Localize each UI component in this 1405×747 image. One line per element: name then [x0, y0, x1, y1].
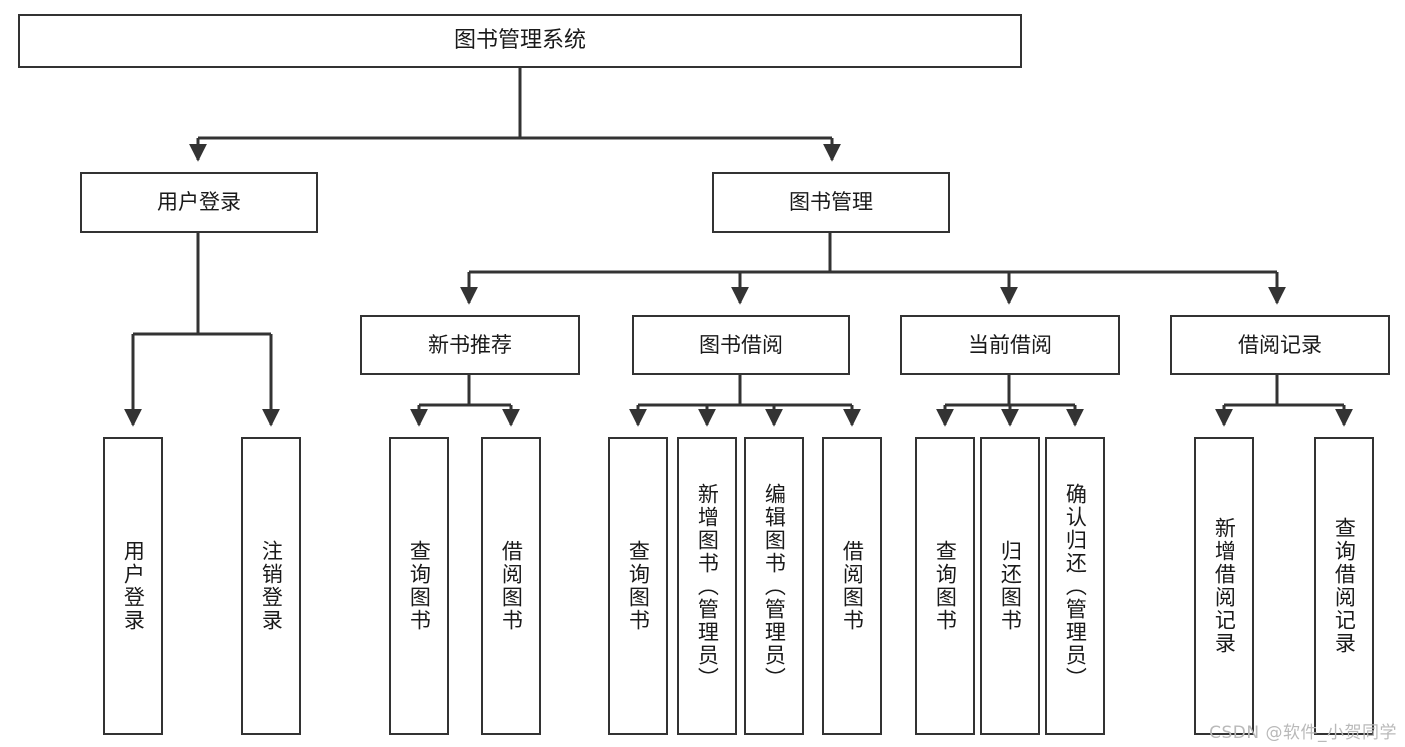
node-current-borrow[interactable]: 当前借阅: [900, 315, 1120, 375]
node-leaf-query-record-label: 查询借阅记录: [1332, 517, 1357, 655]
node-root[interactable]: 图书管理系统: [18, 14, 1022, 68]
node-leaf-borrow-book-2-label: 借阅图书: [840, 540, 865, 632]
node-leaf-return-book[interactable]: 归还图书: [980, 437, 1040, 735]
node-leaf-query-book-1-label: 查询图书: [407, 540, 432, 632]
node-leaf-user-login[interactable]: 用户登录: [103, 437, 163, 735]
node-book-manage-label: 图书管理: [789, 190, 873, 215]
node-user-login-label: 用户登录: [157, 190, 241, 215]
node-leaf-user-login-label: 用户登录: [121, 540, 146, 632]
node-book-manage[interactable]: 图书管理: [712, 172, 950, 233]
node-new-book-recommend-label: 新书推荐: [428, 332, 512, 357]
node-leaf-query-record[interactable]: 查询借阅记录: [1314, 437, 1374, 735]
node-leaf-return-book-label: 归还图书: [998, 540, 1023, 632]
node-user-login[interactable]: 用户登录: [80, 172, 318, 233]
node-leaf-user-logout[interactable]: 注销登录: [241, 437, 301, 735]
watermark: CSDN @软件_小贺同学: [1209, 723, 1397, 743]
node-leaf-add-book-label: 新增图书（管理员）: [695, 482, 720, 690]
node-leaf-query-book-2-label: 查询图书: [626, 540, 651, 632]
node-new-book-recommend[interactable]: 新书推荐: [360, 315, 580, 375]
node-leaf-confirm-return[interactable]: 确认归还（管理员）: [1045, 437, 1105, 735]
node-book-borrow[interactable]: 图书借阅: [632, 315, 850, 375]
node-leaf-query-book-3[interactable]: 查询图书: [915, 437, 975, 735]
node-leaf-user-logout-label: 注销登录: [259, 540, 284, 632]
node-borrow-record[interactable]: 借阅记录: [1170, 315, 1390, 375]
node-book-borrow-label: 图书借阅: [699, 332, 783, 357]
node-leaf-query-book-1[interactable]: 查询图书: [389, 437, 449, 735]
node-leaf-edit-book[interactable]: 编辑图书（管理员）: [744, 437, 804, 735]
node-borrow-record-label: 借阅记录: [1238, 332, 1322, 357]
node-leaf-add-record[interactable]: 新增借阅记录: [1194, 437, 1254, 735]
node-leaf-edit-book-label: 编辑图书（管理员）: [762, 482, 787, 690]
node-leaf-add-book[interactable]: 新增图书（管理员）: [677, 437, 737, 735]
node-leaf-query-book-2[interactable]: 查询图书: [608, 437, 668, 735]
node-leaf-borrow-book-1-label: 借阅图书: [499, 540, 524, 632]
node-leaf-query-book-3-label: 查询图书: [933, 540, 958, 632]
node-leaf-borrow-book-2[interactable]: 借阅图书: [822, 437, 882, 735]
node-leaf-borrow-book-1[interactable]: 借阅图书: [481, 437, 541, 735]
node-leaf-confirm-return-label: 确认归还（管理员）: [1063, 482, 1088, 690]
node-leaf-add-record-label: 新增借阅记录: [1212, 517, 1237, 655]
node-root-label: 图书管理系统: [453, 28, 586, 54]
node-current-borrow-label: 当前借阅: [968, 332, 1052, 357]
